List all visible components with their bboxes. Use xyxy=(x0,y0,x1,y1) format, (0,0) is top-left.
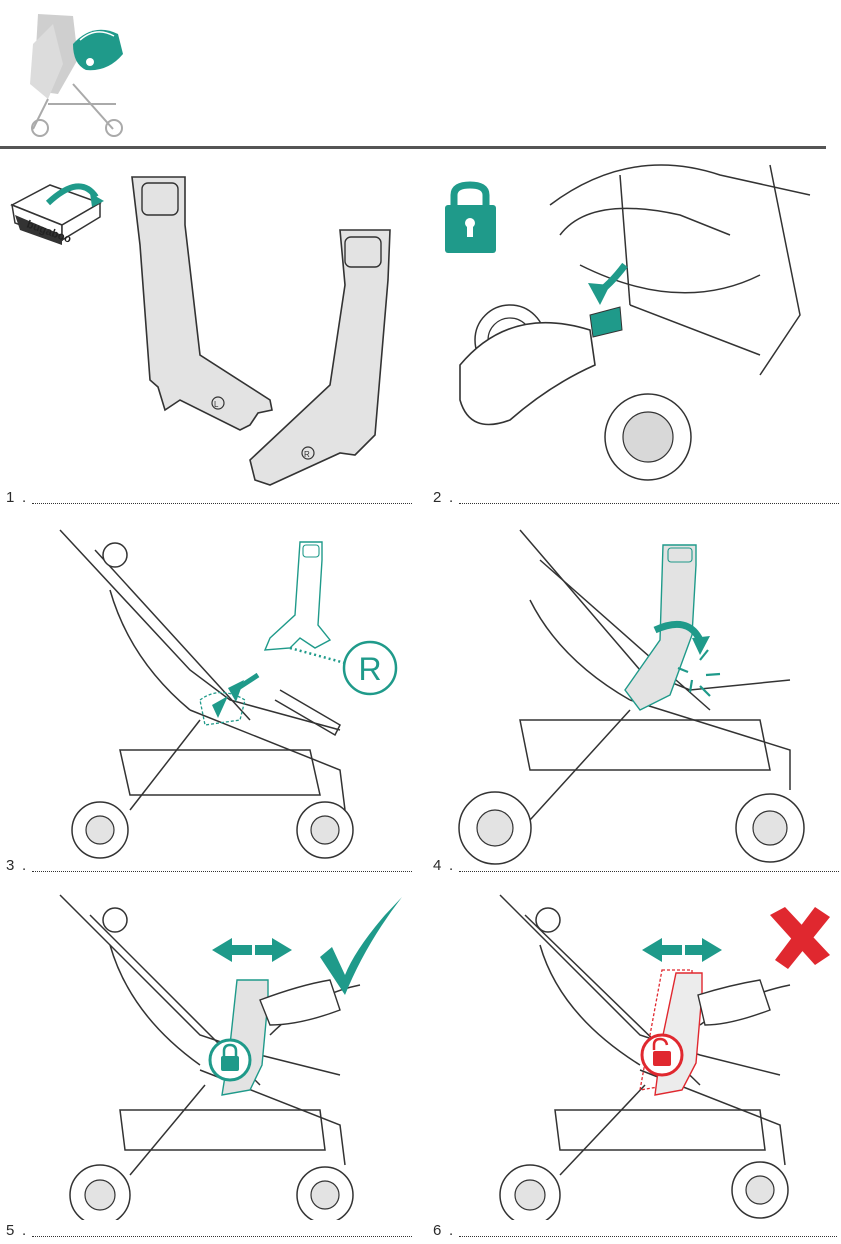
callout-r-label: R xyxy=(358,651,381,687)
step-3-dotted-line xyxy=(32,871,412,872)
step-3-number: 3 xyxy=(6,857,14,874)
step-6-number: 6 xyxy=(433,1222,441,1239)
header-divider xyxy=(0,146,826,149)
step-3-suffix: . xyxy=(22,857,26,874)
step-4-number: 4 xyxy=(433,857,441,874)
lock-icon xyxy=(210,1040,250,1080)
step-2-illustration xyxy=(430,155,841,490)
adapter-right: R xyxy=(250,230,390,485)
step-5-dotted-line xyxy=(32,1236,412,1237)
step-2-dotted-line xyxy=(459,503,839,504)
step-3-illustration: R xyxy=(0,520,415,865)
checkmark-icon xyxy=(320,897,402,995)
double-arrow-icon xyxy=(212,938,292,962)
step-5-suffix: . xyxy=(22,1222,26,1239)
unlock-icon xyxy=(642,1035,682,1075)
step-1-dotted-line xyxy=(32,503,412,504)
step-4-dotted-line xyxy=(459,871,839,872)
step-1-suffix: . xyxy=(22,489,26,506)
step-5-illustration xyxy=(0,885,415,1220)
step-6-suffix: . xyxy=(449,1222,453,1239)
step-6-illustration xyxy=(430,885,841,1220)
step-5-number: 5 xyxy=(6,1222,14,1239)
adapter-left-marking: L xyxy=(214,400,219,409)
stroller-with-car-seat-icon xyxy=(18,4,133,139)
step-1-number: 1 xyxy=(6,489,14,506)
box-icon: bugaboo xyxy=(12,185,104,246)
step-4-illustration xyxy=(430,520,841,865)
cross-icon xyxy=(770,907,830,969)
step-6-dotted-line xyxy=(459,1236,837,1237)
header-icon xyxy=(18,4,133,139)
step-4-suffix: . xyxy=(449,857,453,874)
adapter-left: L xyxy=(132,177,272,430)
adapter-right-marking: R xyxy=(304,450,310,459)
step-1-illustration: bugaboo L R xyxy=(0,155,415,490)
step-2-suffix: . xyxy=(449,489,453,506)
lock-icon xyxy=(445,185,496,253)
double-arrow-icon xyxy=(642,938,722,962)
step-2-number: 2 xyxy=(433,489,441,506)
